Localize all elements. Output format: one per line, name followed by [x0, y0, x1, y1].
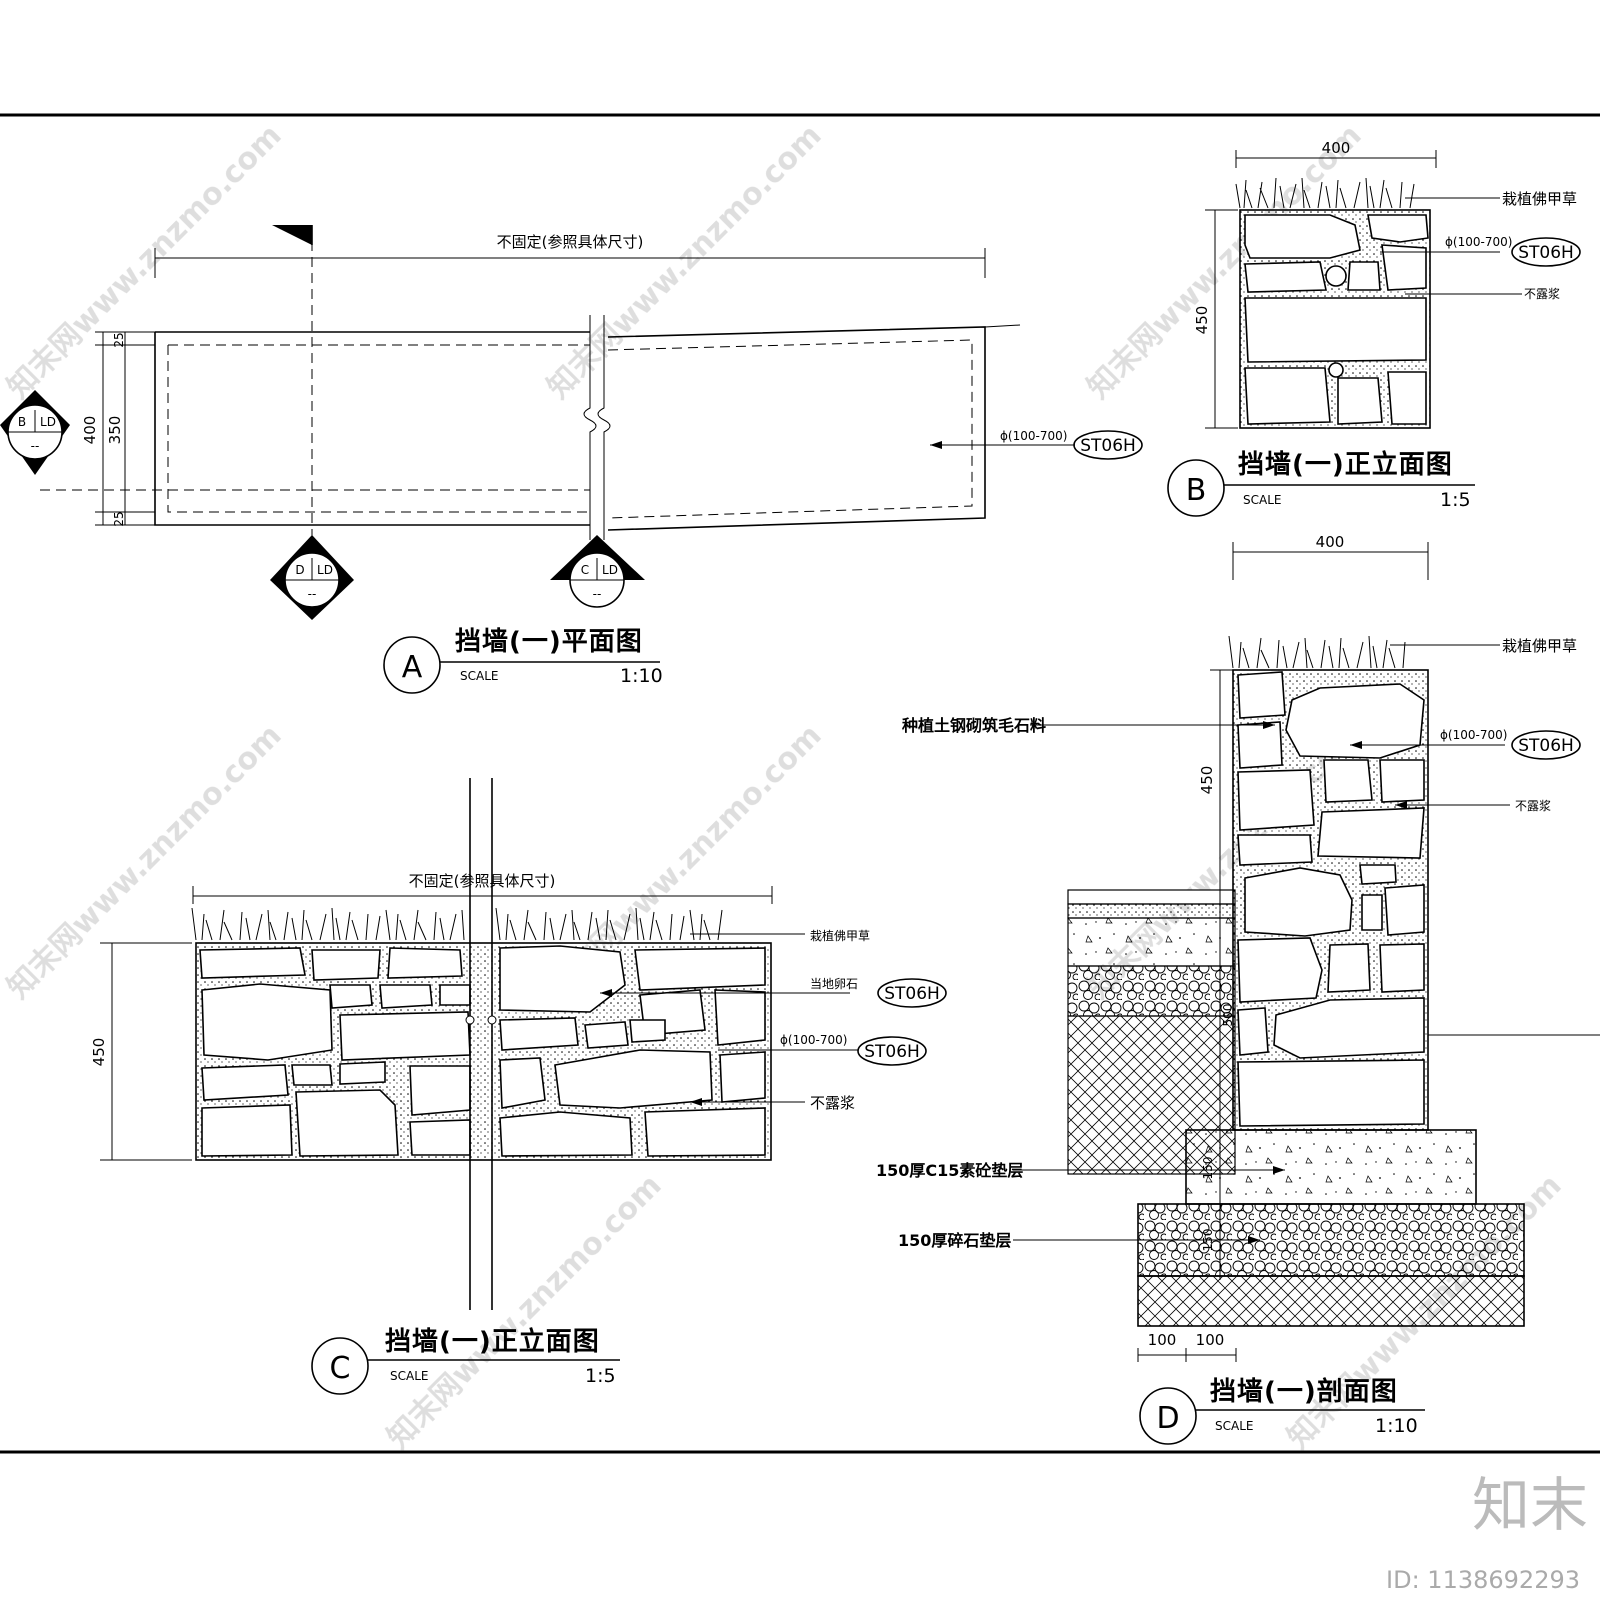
- svg-text:B: B: [1186, 473, 1207, 508]
- svg-text:LD: LD: [602, 563, 618, 577]
- svg-text:不露浆: 不露浆: [1524, 286, 1560, 301]
- svg-text:C: C: [330, 1351, 351, 1386]
- svg-text:SCALE: SCALE: [1215, 1419, 1253, 1433]
- svg-text:不露浆: 不露浆: [810, 1094, 855, 1112]
- svg-text:150: 150: [1201, 1157, 1215, 1180]
- svg-text:1:10: 1:10: [620, 665, 663, 687]
- d-stones: [1237, 671, 1425, 1127]
- svg-text:450: 450: [1193, 306, 1211, 335]
- svg-text:B: B: [18, 415, 26, 429]
- svg-text:450: 450: [90, 1038, 108, 1067]
- svg-text:栽植佛甲草: 栽植佛甲草: [1502, 637, 1577, 655]
- c-stones: [199, 945, 766, 1157]
- view-c-elevation: 不固定(参照具体尺寸) 450: [90, 778, 947, 1395]
- svg-text:--: --: [593, 587, 602, 601]
- view-a-plan: 不固定(参照具体尺寸) 25 400 350 25 ϕ(100-700): [0, 225, 1143, 694]
- view-d-section: 400: [876, 533, 1600, 1445]
- svg-text:知末网www.znzmo.com: 知末网www.znzmo.com: [541, 118, 829, 406]
- svg-text:LD: LD: [40, 415, 56, 429]
- svg-text:不露浆: 不露浆: [1515, 798, 1551, 813]
- b-grass-label: 栽植佛甲草: [1502, 190, 1577, 208]
- svg-text:SCALE: SCALE: [460, 669, 498, 683]
- svg-text:400: 400: [81, 416, 99, 445]
- svg-text:1:5: 1:5: [1440, 489, 1471, 511]
- a-view-title: 挡墙(一)平面图: [455, 627, 643, 657]
- d-masonry-label: 种植土钢砌筑毛石料: [901, 716, 1046, 735]
- svg-text:ST06H: ST06H: [864, 1042, 920, 1062]
- svg-text:SCALE: SCALE: [1243, 493, 1281, 507]
- svg-text:知末网www.znzmo.com: 知末网www.znzmo.com: [1, 118, 289, 406]
- svg-text:500: 500: [1221, 1004, 1235, 1027]
- svg-text:--: --: [31, 439, 40, 453]
- a-view-label: A: [402, 650, 423, 685]
- section-flag-icon: [272, 225, 312, 245]
- svg-text:ϕ(100-700): ϕ(100-700): [1000, 429, 1067, 443]
- svg-text:1:10: 1:10: [1375, 1415, 1418, 1437]
- view-b-elevation: 400 450 栽植佛甲草 ϕ(100-700) ST06H 不露浆: [1167, 139, 1581, 517]
- svg-text:栽植佛甲草: 栽植佛甲草: [810, 928, 870, 943]
- svg-text:C: C: [581, 563, 589, 577]
- svg-text:400: 400: [1322, 139, 1351, 157]
- brand-logo: 知末: [1472, 1471, 1588, 1539]
- section-marker-b: B LD --: [0, 390, 70, 475]
- svg-text:当地卵石: 当地卵石: [810, 977, 858, 991]
- svg-text:400: 400: [1316, 533, 1345, 551]
- svg-text:不固定(参照具体尺寸): 不固定(参照具体尺寸): [409, 872, 556, 890]
- svg-text:ST06H: ST06H: [1518, 736, 1574, 756]
- b-view-title: 挡墙(一)正立面图: [1238, 449, 1453, 480]
- svg-text:知末网www.znzmo.com: 知末网www.znzmo.com: [381, 1168, 669, 1456]
- svg-text:ϕ(100-700): ϕ(100-700): [780, 1033, 847, 1047]
- svg-text:ST06H: ST06H: [884, 984, 940, 1004]
- svg-text:ϕ(100-700): ϕ(100-700): [1445, 235, 1512, 249]
- svg-text:D: D: [1156, 1401, 1179, 1436]
- svg-text:450: 450: [1198, 766, 1216, 795]
- d-gravel-label: 150厚碎石垫层: [898, 1231, 1011, 1250]
- svg-text:25: 25: [112, 332, 126, 347]
- b-stones: [1244, 214, 1429, 425]
- svg-text:LD: LD: [317, 563, 333, 577]
- brand-corner: 知末 ID: 1138692293: [1386, 1471, 1588, 1594]
- svg-text:350: 350: [106, 416, 124, 445]
- a-material-tag: ST06H: [1080, 436, 1136, 456]
- svg-text:1:5: 1:5: [585, 1365, 616, 1387]
- d-view-title: 挡墙(一)剖面图: [1210, 1376, 1398, 1407]
- section-marker-d: D LD --: [270, 535, 354, 620]
- svg-text:25: 25: [112, 511, 126, 526]
- section-marker-c: C LD --: [550, 535, 645, 608]
- d-concrete-label: 150厚C15素砼垫层: [876, 1161, 1023, 1180]
- svg-text:100: 100: [1148, 1331, 1177, 1349]
- svg-text:SCALE: SCALE: [390, 1369, 428, 1383]
- svg-text:ϕ(100-700): ϕ(100-700): [1440, 728, 1507, 742]
- svg-text:100: 100: [1196, 1331, 1225, 1349]
- brand-id: ID: 1138692293: [1386, 1566, 1580, 1594]
- a-overall-dim: 不固定(参照具体尺寸): [497, 233, 644, 251]
- c-view-title: 挡墙(一)正立面图: [385, 1326, 600, 1357]
- svg-text:--: --: [308, 587, 317, 601]
- svg-text:D: D: [295, 563, 304, 577]
- svg-text:ST06H: ST06H: [1518, 243, 1574, 263]
